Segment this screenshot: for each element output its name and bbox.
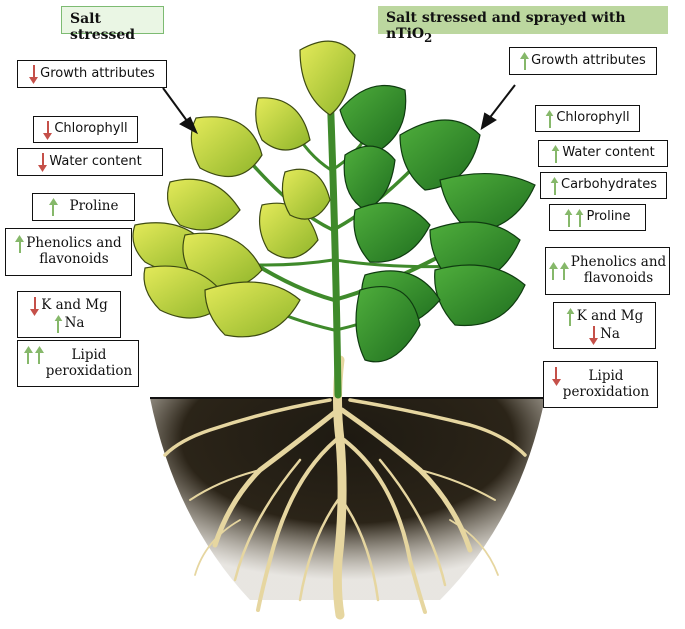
right-growth-label: Growth attributes xyxy=(531,52,646,68)
left-k-mg-label: K and Mg xyxy=(41,296,108,313)
down-arrow-icon xyxy=(38,153,48,172)
right-proline-box: Proline xyxy=(549,204,646,231)
down-arrow-icon xyxy=(30,297,40,316)
down-arrow-icon xyxy=(551,367,561,386)
right-lipid-box: Lipid peroxidation xyxy=(543,361,658,408)
left-phenolics-box: Phenolics and flavonoids xyxy=(5,228,132,276)
up-arrow-icon xyxy=(35,346,44,364)
right-phenolics-box: Phenolics and flavonoids xyxy=(545,247,670,295)
left-phenolics-line1: Phenolics and xyxy=(26,235,122,252)
right-pointer-arrow xyxy=(487,84,516,121)
left-proline-label: Proline xyxy=(69,198,119,215)
right-growth-box: Growth attributes xyxy=(509,47,657,75)
right-proline-label: Proline xyxy=(586,209,631,225)
down-arrow-icon xyxy=(589,326,599,345)
left-lipid-line1: Lipid xyxy=(71,346,107,363)
up-arrow-icon xyxy=(560,262,569,280)
left-water-box: Water content xyxy=(17,148,163,176)
left-lipid-text: Lipid peroxidation xyxy=(45,346,133,379)
up-arrow-icon xyxy=(15,235,25,253)
down-arrow-icon xyxy=(29,65,39,84)
left-pointer-arrow xyxy=(162,87,191,126)
healthy-leaves xyxy=(339,84,536,363)
up-arrow-icon xyxy=(551,144,561,163)
left-phenolics-line2: flavonoids xyxy=(39,251,109,267)
right-phenolics-text: Phenolics and flavonoids xyxy=(571,255,666,286)
right-k-mg-label: K and Mg xyxy=(576,307,644,324)
header-salt-stressed: Salt stressed xyxy=(61,6,164,43)
up-arrow-icon xyxy=(565,307,575,326)
header-left-text: Salt stressed xyxy=(70,11,136,43)
left-growth-box: Growth attributes xyxy=(17,60,167,88)
right-phenolics-line1: Phenolics and xyxy=(570,254,667,271)
up-arrow-icon xyxy=(520,52,529,70)
right-water-box: Water content xyxy=(538,140,668,167)
left-k-mg-na-text: K and Mg Na xyxy=(30,297,108,333)
right-chlorophyll-box: Chlorophyll xyxy=(535,105,640,132)
left-chlorophyll-label: Chlorophyll xyxy=(54,121,128,137)
left-water-label: Water content xyxy=(49,153,142,169)
left-k-mg-na-box: K and Mg Na xyxy=(17,291,121,338)
soil xyxy=(150,398,545,600)
up-arrow-icon xyxy=(48,198,58,216)
right-lipid-text: Lipid peroxidation xyxy=(562,367,650,400)
left-growth-label: Growth attributes xyxy=(40,65,155,81)
up-arrow-icon xyxy=(575,208,585,227)
header-right-subscript: 2 xyxy=(424,30,433,45)
up-arrow-icon xyxy=(549,262,558,280)
up-arrow-icon xyxy=(564,208,574,227)
right-phenolics-line2: flavonoids xyxy=(583,270,654,286)
pointer-arrows xyxy=(162,84,516,135)
right-water-label: Water content xyxy=(562,145,655,161)
right-lipid-line2: peroxidation xyxy=(562,383,650,400)
left-proline-box: Proline xyxy=(32,193,135,221)
right-k-mg-na-text: K and Mg Na xyxy=(565,307,644,345)
header-salt-stressed-ntio2: Salt stressed and sprayed with nTiO2 xyxy=(378,6,668,45)
right-chlorophyll-label: Chlorophyll xyxy=(556,110,630,126)
left-lipid-line2: peroxidation xyxy=(45,362,133,379)
right-na-label: Na xyxy=(600,325,620,342)
up-arrow-icon xyxy=(550,176,559,195)
right-k-mg-na-box: K and Mg Na xyxy=(553,302,656,349)
header-right-text: Salt stressed and sprayed with nTiO xyxy=(386,10,626,42)
right-carbohydrates-label: Carbohydrates xyxy=(561,177,657,193)
left-chlorophyll-box: Chlorophyll xyxy=(33,116,138,143)
up-arrow-icon xyxy=(53,314,63,333)
roots xyxy=(163,355,527,620)
up-arrow-icon xyxy=(545,109,555,128)
right-carbohydrates-box: Carbohydrates xyxy=(540,172,667,199)
right-lipid-line1: Lipid xyxy=(588,367,624,384)
stressed-leaves xyxy=(132,40,356,338)
down-arrow-icon xyxy=(43,121,53,140)
left-na-label: Na xyxy=(64,314,85,331)
up-arrow-icon xyxy=(24,346,33,364)
left-lipid-box: Lipid peroxidation xyxy=(17,340,139,387)
left-phenolics-text: Phenolics and flavonoids xyxy=(26,236,121,267)
